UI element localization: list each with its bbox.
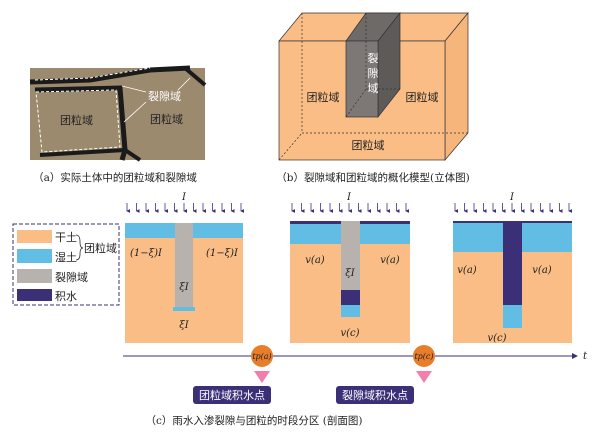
svg-text:I: I (509, 192, 515, 203)
legend-crack: 裂隙域 (55, 270, 88, 284)
timeline: t tp(a) tp(c) 团粒域积水点 裂隙域积水点 (123, 345, 588, 404)
legend-wet-soil: 湿土 (55, 251, 77, 264)
time-point-c: tp(c) (414, 352, 433, 361)
svg-text:v(a): v(a) (305, 255, 325, 266)
stage-1: I (1−ξ)I (1−ξ)I ξI ξI (125, 192, 243, 343)
photo-label-crack: 裂隙域 (148, 89, 181, 103)
svg-text:v(a): v(a) (457, 265, 477, 276)
block-label-left: 团粒域 (307, 90, 340, 104)
crack-ponding-point-label: 裂隙域积水点 (342, 388, 408, 402)
caption-b: （b）裂隙域和团粒域的概化模型(立体图) (276, 171, 469, 184)
legend-aggregate-group: 团粒域 (84, 241, 117, 255)
svg-text:域: 域 (368, 82, 379, 95)
stage-2: I v(a) v(a) ξI v(c) (290, 192, 410, 343)
svg-text:(1−ξ)I: (1−ξ)I (206, 248, 239, 259)
svg-text:裂: 裂 (368, 52, 379, 65)
block-label-bottom: 团粒域 (352, 138, 385, 152)
rain-arrows (126, 203, 573, 213)
svg-text:(1−ξ)I: (1−ξ)I (130, 248, 163, 259)
svg-text:ξI: ξI (179, 320, 190, 331)
block-label-right: 团粒域 (406, 90, 439, 104)
svg-text:v(c): v(c) (487, 333, 506, 344)
legend-dry-soil: 干土 (55, 231, 77, 244)
photo-label-aggregate: 团粒域 (60, 113, 93, 127)
svg-text:ξI: ξI (345, 268, 356, 279)
svg-text:I: I (181, 192, 187, 203)
caption-c: （c）雨水入渗裂隙与团粒的时段分区 (剖面图) (146, 414, 363, 427)
time-point-a: tp(a) (252, 352, 271, 361)
photo-label-aggregate: 团粒域 (150, 112, 183, 126)
caption-a: （a）实际土体中的团粒域和裂隙域 (33, 171, 197, 184)
svg-text:v(a): v(a) (380, 255, 400, 266)
stage-3: I v(a) v(a) v(c) (453, 192, 572, 344)
legend-ponding: 积水 (55, 290, 77, 303)
aggregate-ponding-point-label: 团粒域积水点 (199, 388, 265, 402)
svg-text:隙: 隙 (368, 66, 379, 80)
svg-text:ξI: ξI (179, 282, 190, 293)
block-crack-label: 裂 隙 域 (368, 52, 379, 95)
soil-photo: 裂隙域 团粒域 团粒域 (29, 65, 207, 162)
legend: 干土 湿土 裂隙域 积水 团粒域 (12, 223, 120, 306)
svg-text:v(a): v(a) (532, 265, 552, 276)
svg-text:t: t (583, 351, 588, 362)
block-model (278, 11, 469, 161)
svg-text:v(c): v(c) (340, 328, 359, 339)
svg-text:I: I (346, 192, 352, 203)
